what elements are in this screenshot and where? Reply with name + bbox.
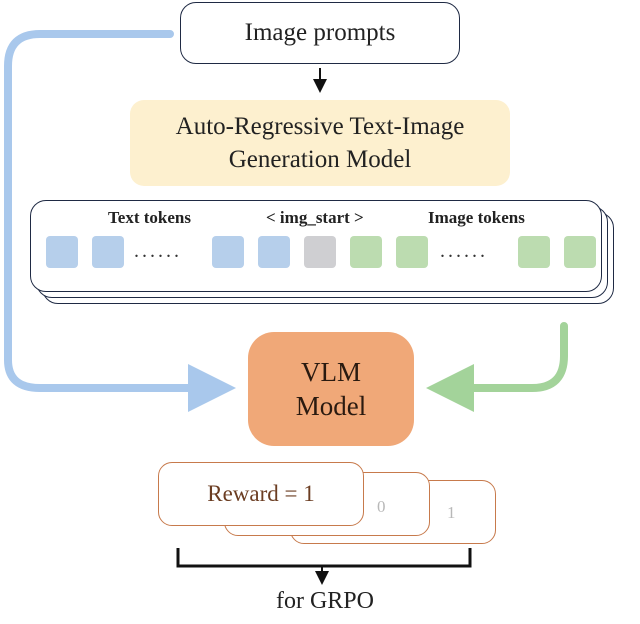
text-tokens-label: Text tokens xyxy=(108,208,191,227)
text-token xyxy=(46,236,78,268)
ar-generation-model-box: Auto-Regressive Text-Image Generation Mo… xyxy=(130,100,510,186)
image-token xyxy=(518,236,550,268)
vlm-line1: VLM xyxy=(301,357,361,387)
reward-value-front: Reward = 1 xyxy=(207,481,315,506)
image-prompts-box: Image prompts xyxy=(180,2,460,64)
reward-value-back: 1 xyxy=(447,503,456,522)
ar-model-line1: Auto-Regressive Text-Image xyxy=(175,113,465,140)
image-token xyxy=(396,236,428,268)
grpo-label: for GRPO xyxy=(275,588,374,614)
text-token xyxy=(212,236,244,268)
blue-arrow xyxy=(4,30,236,412)
reward-value-middle: 0 xyxy=(377,497,386,516)
reward-brace xyxy=(176,548,472,568)
image-token xyxy=(350,236,382,268)
vlm-model-box: VLM Model xyxy=(248,332,414,446)
reward-card-front: Reward = 1 xyxy=(158,462,364,526)
image-prompts-label: Image prompts xyxy=(244,19,396,46)
text-token xyxy=(92,236,124,268)
vlm-line2: Model xyxy=(295,391,367,421)
img-start-label: < img_start > xyxy=(266,208,364,227)
text-token-ellipsis: ...... xyxy=(134,240,182,262)
image-tokens-label: Image tokens xyxy=(428,208,525,227)
text-token xyxy=(258,236,290,268)
image-token-ellipsis: ...... xyxy=(440,240,488,262)
ar-model-line2: Generation Model xyxy=(228,146,412,173)
green-arrow xyxy=(426,322,568,412)
img-start-token xyxy=(304,236,336,268)
image-token xyxy=(564,236,596,268)
